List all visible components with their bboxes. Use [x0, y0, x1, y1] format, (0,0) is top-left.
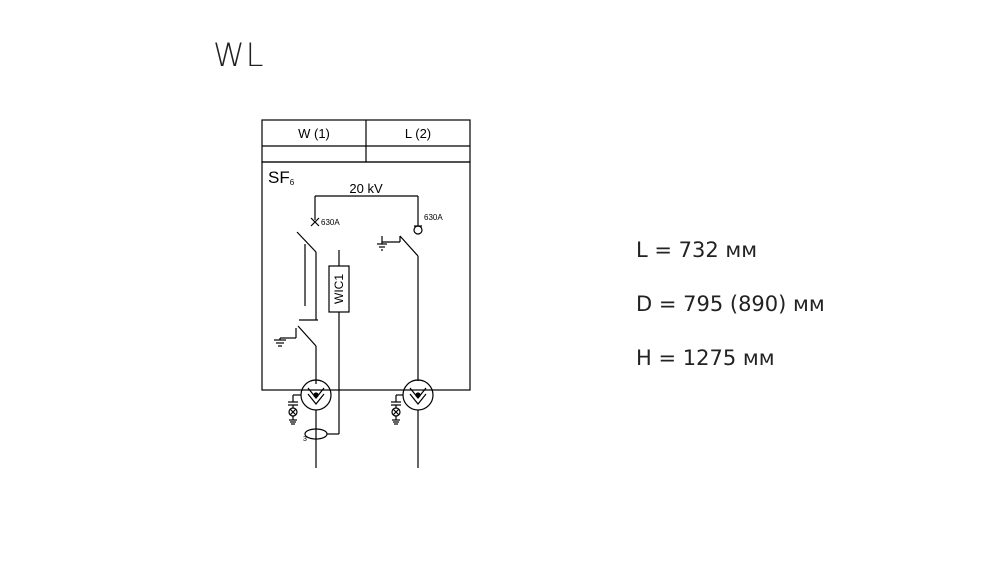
right-rating-label: 630A: [424, 213, 443, 222]
insulation-medium-sub: 6: [290, 178, 295, 187]
panel-frame: [261, 161, 471, 391]
right-cable-bushing: [402, 379, 434, 411]
left-rating-label: 630A: [321, 218, 340, 227]
left-cable-bushing: [300, 379, 332, 411]
spec-length: L = 732 мм: [636, 238, 758, 262]
insulation-medium-main: SF: [268, 168, 290, 187]
column-label-w: W (1): [298, 126, 330, 141]
spec-height: H = 1275 мм: [636, 346, 775, 370]
relay-label: WIC1: [332, 274, 346, 304]
left-circuit-breaker: [296, 217, 320, 320]
insulation-medium: SF6: [268, 168, 295, 187]
spec-depth: D = 795 (890) мм: [636, 292, 825, 316]
column-label-l: L (2): [405, 126, 431, 141]
right-load-switch: [399, 225, 423, 257]
busbar-voltage: 20 kV: [349, 181, 383, 196]
page-title: WL: [213, 36, 265, 74]
left-earthing-switch: [274, 325, 317, 347]
right-earthing-switch: [377, 236, 401, 251]
left-voltage-indicator: [288, 394, 301, 425]
dimension-specs: L = 732 мм D = 795 (890) мм H = 1275 мм: [636, 236, 825, 398]
ct-label: 3: [303, 436, 307, 443]
right-voltage-indicator: [391, 394, 403, 425]
